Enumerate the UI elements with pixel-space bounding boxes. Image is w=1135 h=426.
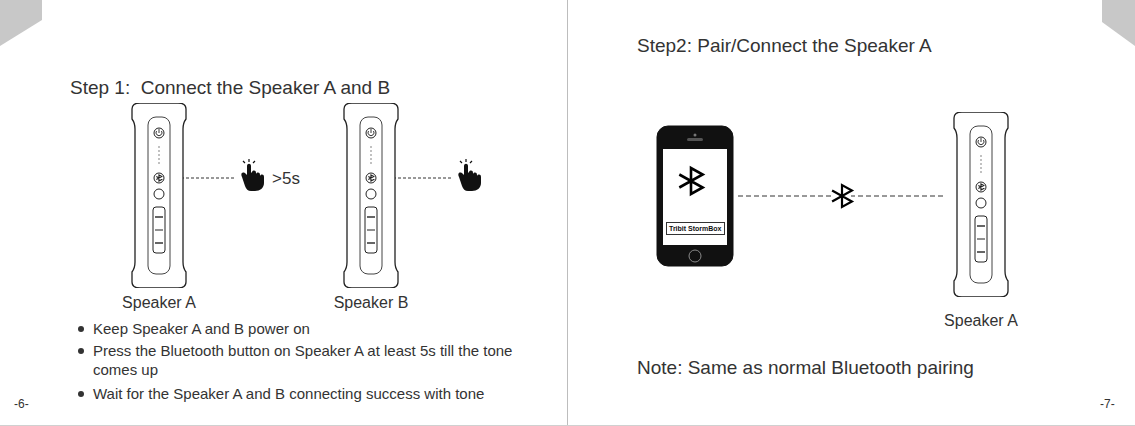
speaker-illustration	[950, 112, 1012, 297]
port-mark	[367, 242, 375, 244]
port-mark	[977, 225, 985, 227]
page-number: -6-	[14, 397, 29, 412]
led-dot	[158, 150, 159, 151]
led-dot	[370, 158, 371, 159]
play-button	[154, 189, 164, 199]
speaker-body	[344, 103, 398, 288]
play-button	[976, 198, 986, 208]
bluetooth-button	[366, 173, 376, 183]
bluetooth-button	[154, 173, 164, 183]
speaker-illustration	[340, 103, 402, 288]
bluetooth-symbol	[679, 168, 702, 194]
bullet-dot	[78, 391, 84, 397]
symbol-patch	[833, 183, 851, 209]
led-dot	[370, 150, 371, 151]
port-mark	[155, 216, 163, 218]
page-edge	[0, 425, 1135, 426]
port-mark	[155, 242, 163, 244]
speaker-node: Speaker A	[950, 112, 1012, 330]
led-dot	[370, 146, 371, 147]
speaker-body	[132, 103, 186, 288]
button-strip	[148, 117, 170, 274]
led-dot	[980, 163, 981, 164]
led-dot	[980, 171, 981, 172]
cover-flap	[153, 207, 165, 253]
hand-icon	[458, 159, 481, 191]
speaker-label: Speaker A	[910, 312, 1052, 330]
speaker-node: Speaker A	[128, 103, 190, 312]
bluetooth-button	[976, 182, 986, 192]
step-heading: Step2: Pair/Connect the Speaker A	[637, 34, 932, 58]
phone-speaker	[687, 138, 703, 141]
power-glyph	[156, 129, 162, 136]
flap-line	[977, 239, 985, 240]
port-mark	[367, 216, 375, 218]
hand-icon	[241, 159, 264, 191]
page-divider	[567, 0, 568, 426]
phone-body	[657, 126, 733, 266]
phone-node: Tribit StormBox	[656, 125, 734, 267]
bullet-text: Wait for the Speaker A and B connecting …	[93, 385, 484, 404]
press-marks	[460, 159, 472, 163]
corner-tab	[0, 0, 42, 46]
bluetooth-symbol	[978, 184, 983, 190]
power-button	[366, 128, 376, 138]
power-button	[154, 128, 164, 138]
led-dot	[370, 154, 371, 155]
bullet-dot	[78, 326, 84, 332]
phone-screen	[663, 149, 727, 245]
led-dot	[980, 155, 981, 156]
button-strip	[360, 117, 382, 274]
speaker-body	[954, 112, 1008, 297]
duration-label: >5s	[272, 168, 300, 189]
speaker-label: Speaker A	[88, 294, 230, 312]
cover-flap	[365, 207, 377, 253]
led-dot	[980, 159, 981, 160]
hand-shape	[241, 164, 264, 191]
play-button	[366, 189, 376, 199]
led-dot	[158, 162, 159, 163]
power-glyph	[978, 138, 984, 145]
bullet-text: Press the Bluetooth button on Speaker A …	[93, 342, 533, 380]
note-text: Note: Same as normal Bluetooth pairing	[637, 356, 974, 380]
home-button	[689, 250, 701, 262]
led-dot	[980, 167, 981, 168]
step-heading: Step 1: Connect the Speaker A and B	[70, 76, 390, 100]
bullet-dot	[78, 348, 84, 354]
power-button	[976, 137, 986, 147]
bluetooth-symbol	[832, 185, 852, 207]
hand-shape	[458, 164, 481, 191]
led-dot	[158, 146, 159, 147]
button-strip	[970, 126, 992, 283]
speaker-node: Speaker B	[340, 103, 402, 312]
phone-illustration	[656, 125, 734, 267]
speaker-illustration	[128, 103, 190, 288]
bluetooth-symbol	[368, 175, 373, 181]
flap-line	[367, 230, 375, 231]
power-glyph	[368, 129, 374, 136]
led-dot	[158, 154, 159, 155]
cover-flap	[975, 216, 987, 262]
led-dot	[370, 162, 371, 163]
port-mark	[977, 251, 985, 253]
led-dot	[158, 158, 159, 159]
bluetooth-symbol	[156, 175, 161, 181]
speaker-label: Speaker B	[300, 294, 442, 312]
page-number: -7-	[1100, 397, 1115, 412]
phone-camera	[694, 134, 697, 137]
press-marks	[243, 159, 255, 163]
corner-tab	[1102, 0, 1135, 46]
bullet-text: Keep Speaker A and B power on	[93, 320, 310, 339]
app-label: Tribit StormBox	[666, 222, 725, 235]
flap-line	[155, 230, 163, 231]
